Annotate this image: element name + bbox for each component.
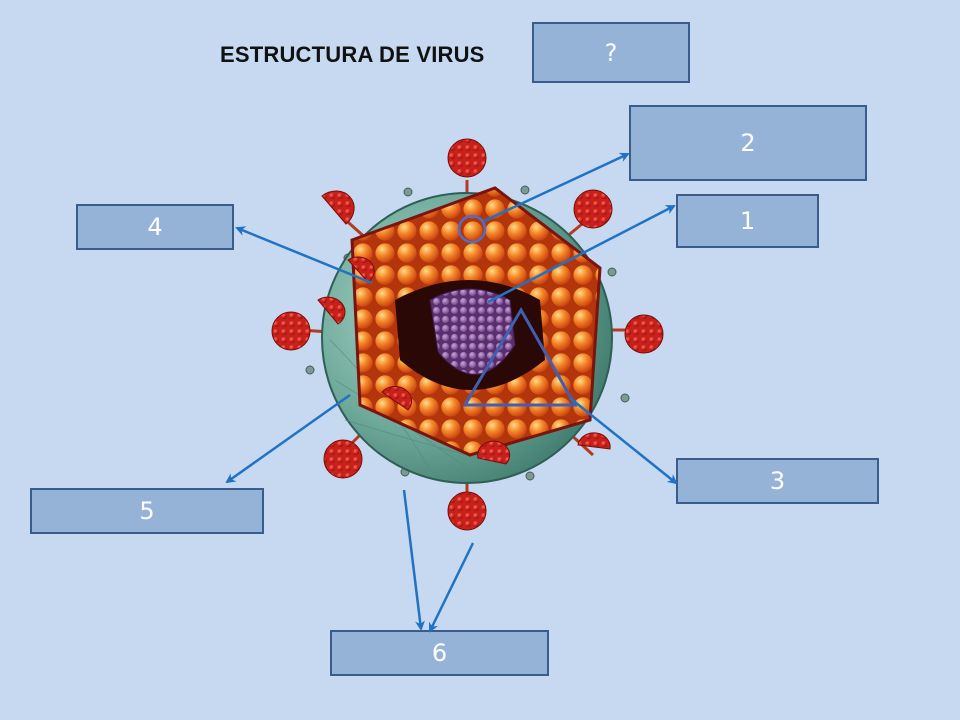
title-answer-box[interactable]: ?	[532, 22, 690, 83]
label-box-3-text: 3	[769, 467, 786, 495]
label-box-6-text: 6	[431, 639, 448, 667]
highlight-triangle	[462, 307, 578, 407]
genetic-material-core	[429, 288, 516, 375]
cutaway-edge	[350, 186, 602, 457]
label-box-4-text: 4	[147, 213, 163, 241]
title-answer-label: ?	[604, 38, 618, 67]
label-box-1-text: 1	[739, 207, 756, 235]
diagram-title: ESTRUCTURA DE VIRUS	[220, 42, 485, 67]
highlight-circle	[457, 214, 487, 244]
cutaway-interior	[352, 188, 600, 455]
label-box-1[interactable]: 1	[676, 194, 819, 248]
label-box-5[interactable]: 5	[30, 488, 264, 534]
label-box-5-text: 5	[139, 497, 155, 525]
label-box-2[interactable]: 2	[629, 105, 867, 181]
spike-bulbs	[271, 138, 664, 531]
label-box-6[interactable]: 6	[330, 630, 549, 676]
label-box-4[interactable]: 4	[76, 204, 234, 250]
pointer-arrows	[225, 152, 678, 633]
label-box-3[interactable]: 3	[676, 458, 879, 504]
label-box-2-text: 2	[740, 129, 756, 157]
